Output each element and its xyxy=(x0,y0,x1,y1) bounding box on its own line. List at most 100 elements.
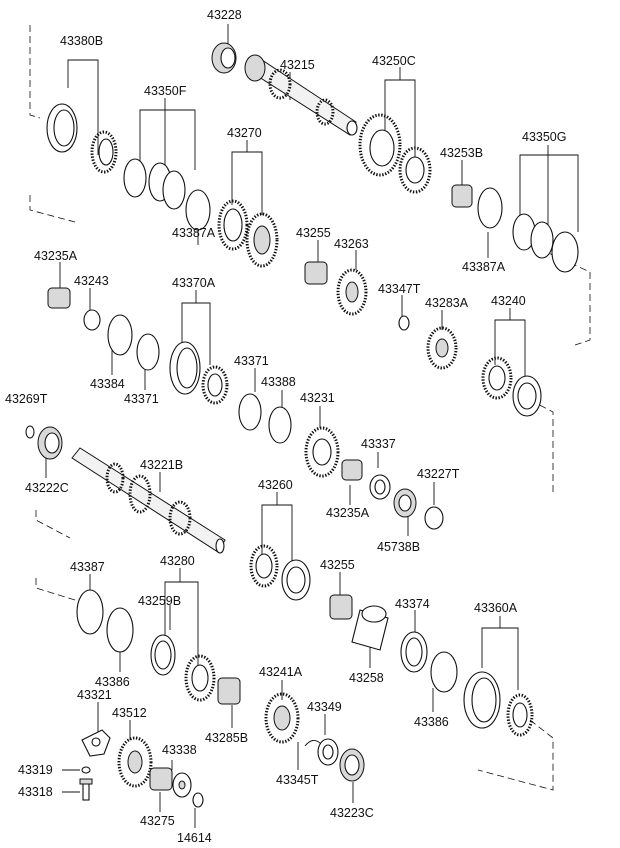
label-43260: 43260 xyxy=(258,478,293,492)
bearing-43285B xyxy=(217,677,241,705)
bearing-43275 xyxy=(149,767,173,791)
label-43240: 43240 xyxy=(491,294,526,308)
label-43255-lower: 43255 xyxy=(320,558,355,572)
synchro-43386-right xyxy=(430,651,458,693)
label-43350F: 43350F xyxy=(144,84,187,98)
clip-43347T xyxy=(398,315,410,331)
label-43258: 43258 xyxy=(349,671,384,685)
label-43243: 43243 xyxy=(74,274,109,288)
sleeve-43360A xyxy=(463,671,534,737)
label-43228: 43228 xyxy=(207,8,242,22)
label-43386-right: 43386 xyxy=(414,715,449,729)
label-43255-upper: 43255 xyxy=(296,226,331,240)
label-43269T: 43269T xyxy=(5,392,48,406)
label-43387: 43387 xyxy=(70,560,105,574)
label-43275: 43275 xyxy=(140,814,175,828)
label-43253B: 43253B xyxy=(440,146,484,160)
label-43386-left: 43386 xyxy=(95,675,130,689)
snap-ring-43227T xyxy=(424,506,444,530)
label-43318: 43318 xyxy=(18,785,53,799)
input-shaft-43215 xyxy=(244,54,358,136)
gear-43231 xyxy=(304,426,340,478)
gear-43241A xyxy=(264,692,300,744)
label-43283A: 43283A xyxy=(425,296,469,310)
synchro-43384 xyxy=(107,314,133,356)
label-43384: 43384 xyxy=(90,377,125,391)
bearing-43255-lower xyxy=(329,594,353,620)
label-43280: 43280 xyxy=(160,554,195,568)
label-45738B: 45738B xyxy=(377,540,421,554)
label-43235A-upper: 43235A xyxy=(34,249,78,263)
ring-43388 xyxy=(268,406,292,444)
gear-43240 xyxy=(481,356,542,417)
label-43350G: 43350G xyxy=(522,130,567,144)
collar-43243 xyxy=(83,309,101,331)
label-43370A: 43370A xyxy=(172,276,216,290)
ring-43371-right xyxy=(238,393,262,431)
synchro-43380B xyxy=(46,103,118,174)
label-43235A-lower: 43235A xyxy=(326,506,370,520)
assembly-guide-lines xyxy=(29,25,591,791)
ring-43371-left xyxy=(136,333,160,371)
bearing-43253B xyxy=(451,184,473,208)
snap-ring-43269T xyxy=(25,425,35,439)
washer-43338 xyxy=(172,772,192,798)
label-43270: 43270 xyxy=(227,126,262,140)
label-43387A-right: 43387A xyxy=(462,260,506,274)
label-43371-right: 43371 xyxy=(234,354,269,368)
label-43319: 43319 xyxy=(18,763,53,777)
label-43380B: 43380B xyxy=(60,34,104,48)
bearing-43235A-upper xyxy=(47,287,71,309)
gear-43512 xyxy=(117,736,153,788)
synchro-43350G xyxy=(477,187,579,273)
bushing-43349 xyxy=(317,738,339,766)
label-43374: 43374 xyxy=(395,597,430,611)
sleeve-43258 xyxy=(351,605,389,651)
label-43360A: 43360A xyxy=(474,601,518,615)
clip-43345T xyxy=(304,740,322,747)
bearing-45738B xyxy=(393,488,417,518)
label-43241A: 43241A xyxy=(259,665,303,679)
bushing-43337 xyxy=(369,474,391,500)
washer-43319 xyxy=(81,766,91,774)
sleeve-43370A xyxy=(169,341,229,405)
label-43337: 43337 xyxy=(361,437,396,451)
snap-ring-14614 xyxy=(192,792,204,808)
synchro-43374 xyxy=(400,631,428,673)
label-43512: 43512 xyxy=(112,706,147,720)
bearing-43223C xyxy=(339,748,365,782)
label-43222C: 43222C xyxy=(25,481,69,495)
bearing-43228 xyxy=(211,42,237,74)
bearing-43255-upper xyxy=(304,261,328,285)
gear-43280 xyxy=(184,654,216,702)
label-43223C: 43223C xyxy=(330,806,374,820)
label-43227T: 43227T xyxy=(417,467,460,481)
bearing-43222C xyxy=(37,426,63,460)
ring-43387 xyxy=(76,589,104,635)
label-14614: 14614 xyxy=(177,831,212,845)
label-43347T: 43347T xyxy=(378,282,421,296)
bolt-43318 xyxy=(79,778,93,801)
label-43231: 43231 xyxy=(300,391,335,405)
label-43387A-upper: 43387A xyxy=(172,226,216,240)
label-43215: 43215 xyxy=(280,58,315,72)
synchro-43350F xyxy=(123,158,186,210)
label-43221B: 43221B xyxy=(140,458,184,472)
label-43371-left: 43371 xyxy=(124,392,159,406)
gear-43250C xyxy=(358,113,432,194)
label-43388: 43388 xyxy=(261,375,296,389)
gear-43270 xyxy=(185,189,279,268)
label-43259B: 43259B xyxy=(138,594,182,608)
bearing-43235A-lower xyxy=(341,459,363,481)
label-43285B: 43285B xyxy=(205,731,249,745)
synchro-43386-left xyxy=(106,607,134,653)
label-43338: 43338 xyxy=(162,743,197,757)
gear-43283A xyxy=(426,326,458,370)
synchro-43259B xyxy=(150,634,176,676)
gear-43260 xyxy=(249,544,311,601)
gear-43263 xyxy=(336,268,368,316)
main-shaft-43221B xyxy=(71,447,226,554)
label-43250C: 43250C xyxy=(372,54,416,68)
